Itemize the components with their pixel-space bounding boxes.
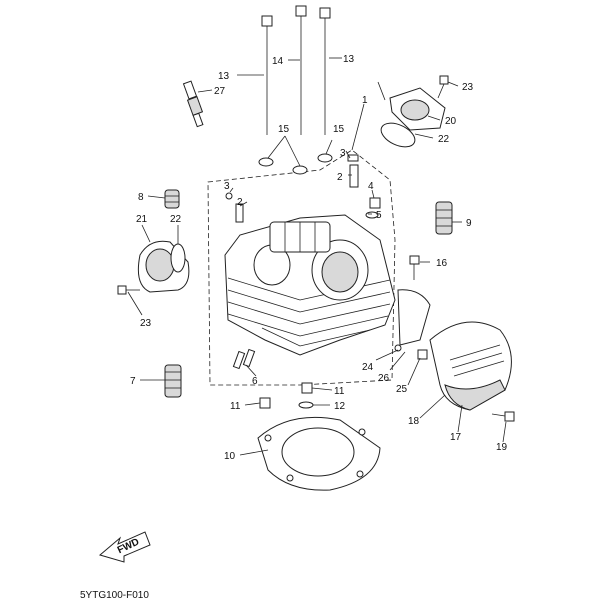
- callout-20: 20: [445, 116, 457, 127]
- callout-2-right: 2: [337, 172, 343, 183]
- callout-5: 5: [376, 210, 382, 221]
- fwd-arrow: FWD: [98, 531, 151, 563]
- callout-23-left: 23: [140, 318, 152, 329]
- callout-9: 9: [466, 218, 472, 229]
- leader-lines: [127, 57, 507, 456]
- exhaust-flange: [380, 75, 449, 148]
- callout-3-right: 3: [340, 148, 346, 159]
- head-gasket: [257, 416, 381, 491]
- callout-26: 26: [378, 373, 390, 384]
- callout-11-left: 11: [230, 401, 241, 412]
- callout-10: 10: [224, 451, 236, 462]
- callout-16: 16: [436, 258, 448, 269]
- callout-7: 7: [130, 376, 136, 387]
- callout-17: 17: [450, 432, 462, 443]
- callout-27: 27: [214, 86, 226, 97]
- callout-22-right: 22: [438, 134, 450, 145]
- callout-24: 24: [362, 362, 374, 373]
- callout-8: 8: [138, 192, 144, 203]
- assembly-outline: [207, 149, 396, 386]
- callout-25: 25: [396, 384, 408, 395]
- callout-3-left: 3: [224, 181, 230, 192]
- callout-12: 12: [334, 401, 346, 412]
- callout-11-right: 11: [334, 386, 345, 397]
- cylinder-stud-bolts: [261, 5, 331, 135]
- rubber-dampers: [164, 189, 453, 398]
- callout-18: 18: [408, 416, 420, 427]
- callout-23-right: 23: [462, 82, 474, 93]
- callout-13-left: 13: [218, 71, 230, 82]
- callout-15-right: 15: [333, 124, 345, 135]
- callout-6: 6: [252, 376, 258, 387]
- bolt-23-left: [117, 285, 140, 295]
- callout-21: 21: [136, 214, 148, 225]
- callout-15-left: 15: [278, 124, 290, 135]
- dowel-pins: [232, 348, 256, 370]
- callout-4: 4: [368, 181, 374, 192]
- stud-washers: [258, 153, 333, 175]
- callout-22-left: 22: [170, 214, 182, 225]
- intake-manifold: [137, 240, 190, 293]
- diagram-code: 5YTG100-F010: [80, 590, 149, 600]
- valve-components: [225, 154, 381, 223]
- bolt-16: [409, 255, 420, 280]
- cylinder-head: [224, 214, 396, 356]
- callout-14: 14: [272, 56, 284, 67]
- side-cover: [397, 289, 512, 411]
- side-cover-bolts: [394, 344, 515, 422]
- callout-2-left: 2: [237, 197, 243, 208]
- callout-19: 19: [496, 442, 508, 453]
- callout-1: 1: [362, 95, 368, 106]
- dowels-and-oring: [259, 382, 314, 409]
- spark-plug: [182, 80, 204, 128]
- callout-13-right: 13: [343, 54, 355, 65]
